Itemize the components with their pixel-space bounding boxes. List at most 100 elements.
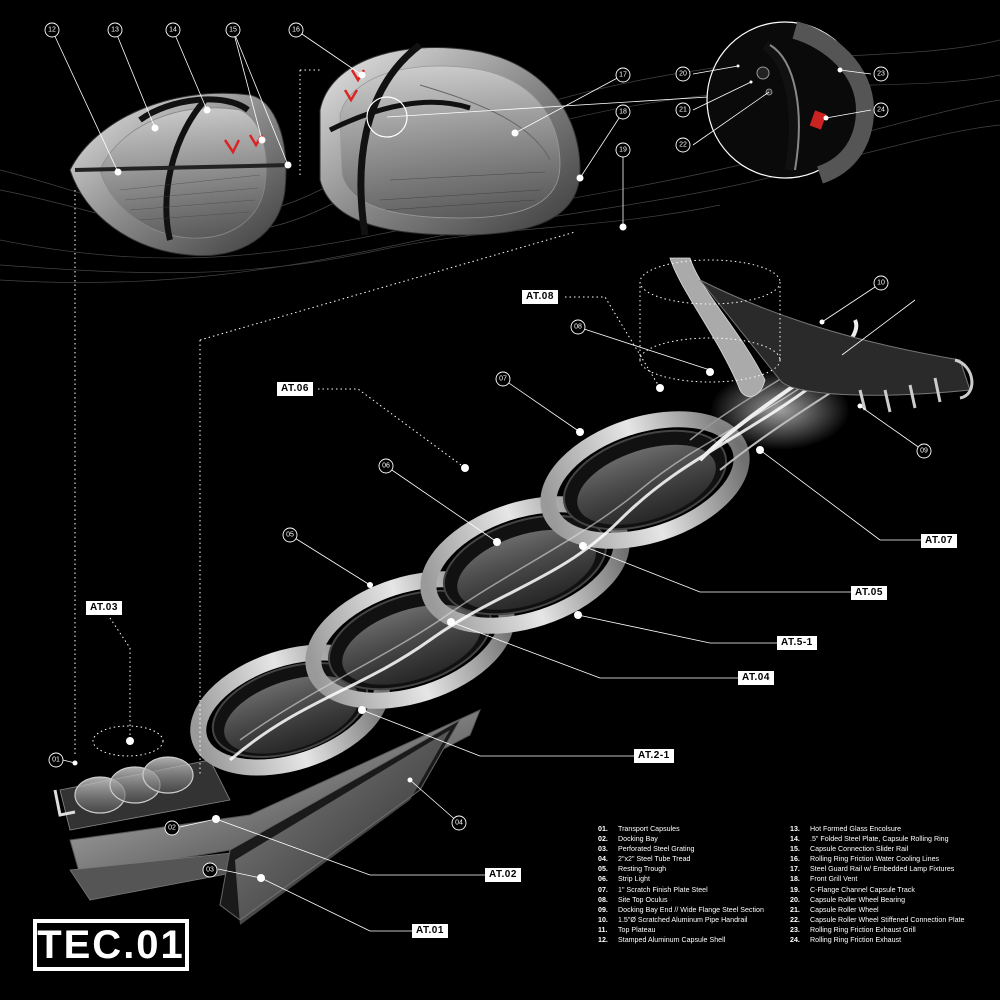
- callout-15: 15: [225, 22, 241, 38]
- legend-item-text: Rolling Ring Friction Exhaust Grill: [810, 925, 916, 934]
- callout-06: 06: [378, 458, 394, 474]
- at03-ellipse: [92, 725, 164, 757]
- tag-at06: AT.06: [277, 382, 313, 396]
- callout-12: 12: [44, 22, 60, 38]
- tag-at04: AT.04: [738, 671, 774, 685]
- svg-text:21: 21: [679, 107, 687, 114]
- legend-item-text: 1" Scratch Finish Plate Steel: [618, 885, 708, 894]
- legend-item-number: 16.: [790, 855, 800, 864]
- legend-item: 17.Steel Guard Rail w/ Embedded Lamp Fix…: [790, 864, 964, 874]
- legend-item-text: Stamped Aluminum Capsule Shell: [618, 936, 726, 945]
- legend-item: 02.Docking Bay: [598, 834, 764, 844]
- legend-item-number: 05.: [598, 865, 608, 874]
- callout-05: 05: [282, 527, 298, 543]
- svg-text:23: 23: [877, 71, 885, 78]
- callout-09: 09: [916, 443, 932, 459]
- legend-item-text: Front Grill Vent: [810, 875, 858, 884]
- callout-17: 17: [615, 67, 631, 83]
- svg-text:17: 17: [619, 72, 627, 79]
- legend-item-text: 2"x2" Steel Tube Tread: [618, 855, 691, 864]
- legend-item: 19.C-Flange Channel Capsule Track: [790, 885, 964, 895]
- legend-item-number: 18.: [790, 875, 800, 884]
- callout-03: 03: [202, 862, 218, 878]
- legend-item: 13.Hot Formed Glass Encolsure: [790, 824, 964, 834]
- legend-item-number: 22.: [790, 915, 800, 924]
- callout-16: 16: [288, 22, 304, 38]
- legend-item-text: 1.5"Ø Scratched Aluminum Pipe Handrail: [618, 915, 748, 924]
- legend-item-number: 20.: [790, 895, 800, 904]
- svg-text:16: 16: [292, 27, 300, 34]
- legend-item: 23. Rolling Ring Friction Exhaust Grill: [790, 925, 964, 935]
- legend-item-number: 23.: [790, 925, 800, 934]
- callout-13: 13: [107, 22, 123, 38]
- legend-item: 15.Capsule Connection Slider Rail: [790, 844, 964, 854]
- legend-item-number: 03.: [598, 845, 608, 854]
- legend-item-text: Docking Bay End // Wide Flange Steel Sec…: [618, 905, 764, 914]
- callout-24: 24: [873, 102, 889, 118]
- legend-item-text: Capsule Roller Wheel: [810, 905, 879, 914]
- legend-item-text: .5" Folded Steel Plate, Capsule Rolling …: [810, 835, 949, 844]
- page-title: TEC.01: [37, 922, 185, 967]
- legend-item: 21.Capsule Roller Wheel: [790, 905, 964, 915]
- legend-item-text: Top Plateau: [618, 925, 656, 934]
- svg-text:01: 01: [52, 757, 60, 764]
- callout-20: 20: [675, 66, 691, 82]
- legend-item-number: 04.: [598, 855, 608, 864]
- svg-text:07: 07: [499, 376, 507, 383]
- svg-text:06: 06: [382, 463, 390, 470]
- svg-text:24: 24: [877, 107, 885, 114]
- legend-item: 20. Capsule Roller Wheel Bearing: [790, 895, 964, 905]
- svg-text:12: 12: [48, 27, 56, 34]
- legend-item-number: 19.: [790, 885, 800, 894]
- svg-text:15: 15: [229, 27, 237, 34]
- svg-text:04: 04: [455, 820, 463, 827]
- legend-item: 09.Docking Bay End // Wide Flange Steel …: [598, 905, 764, 915]
- legend-item-text: Capsule Roller Wheel Stiffened Connectio…: [810, 915, 965, 924]
- title-box: TEC.01: [33, 919, 189, 971]
- legend-item-number: 02.: [598, 835, 608, 844]
- svg-text:08: 08: [574, 324, 582, 331]
- legend-item: 04. 2"x2" Steel Tube Tread: [598, 854, 764, 864]
- legend-item-number: 17.: [790, 865, 800, 874]
- legend-item: 24.Rolling Ring Friction Exhaust: [790, 935, 964, 945]
- capsule-left-illustration: [69, 92, 291, 257]
- svg-text:13: 13: [111, 27, 119, 34]
- svg-text:19: 19: [619, 147, 627, 154]
- tag-at01: AT.01: [412, 924, 448, 938]
- legend-item: 07. 1" Scratch Finish Plate Steel: [598, 885, 764, 895]
- legend-item-text: Site Top Oculus: [618, 895, 668, 904]
- legend-item: 03. Perforated Steel Grating: [598, 844, 764, 854]
- legend-item-number: 12.: [598, 936, 608, 945]
- svg-text:18: 18: [619, 109, 627, 116]
- legend-item-number: 07.: [598, 885, 608, 894]
- capsule-middle-illustration: [319, 42, 581, 236]
- callout-10: 10: [873, 275, 889, 291]
- callout-07: 07: [495, 371, 511, 387]
- legend-item: 06.Strip Light: [598, 874, 764, 884]
- svg-text:03: 03: [206, 867, 214, 874]
- svg-text:22: 22: [679, 142, 687, 149]
- callout-21: 21: [675, 102, 691, 118]
- tag-at07: AT.07: [921, 534, 957, 548]
- tag-at08: AT.08: [522, 290, 558, 304]
- legend-item-text: Resting Trough: [618, 865, 667, 874]
- legend-item-number: 10.: [598, 915, 608, 924]
- tag-at2-1: AT.2-1: [634, 749, 674, 763]
- legend-item: 11.Top Plateau: [598, 925, 764, 935]
- callout-02: 02: [164, 820, 180, 836]
- callout-19: 19: [615, 142, 631, 158]
- legend-item: 10. 1.5"Ø Scratched Aluminum Pipe Handrai…: [598, 915, 764, 925]
- legend-item-number: 24.: [790, 936, 800, 945]
- legend-item-text: Transport Capsules: [618, 825, 680, 833]
- svg-text:10: 10: [877, 280, 885, 287]
- legend-item: 18. Front Grill Vent: [790, 874, 964, 884]
- callout-18: 18: [615, 104, 631, 120]
- legend-item-text: Capsule Roller Wheel Bearing: [810, 895, 906, 904]
- callout-04: 04: [451, 815, 467, 831]
- legend-item: 22. Capsule Roller Wheel Stiffened Connec…: [790, 915, 964, 925]
- tag-at02: AT.02: [485, 868, 521, 882]
- legend-item-text: Perforated Steel Grating: [618, 845, 695, 854]
- svg-text:20: 20: [679, 71, 687, 78]
